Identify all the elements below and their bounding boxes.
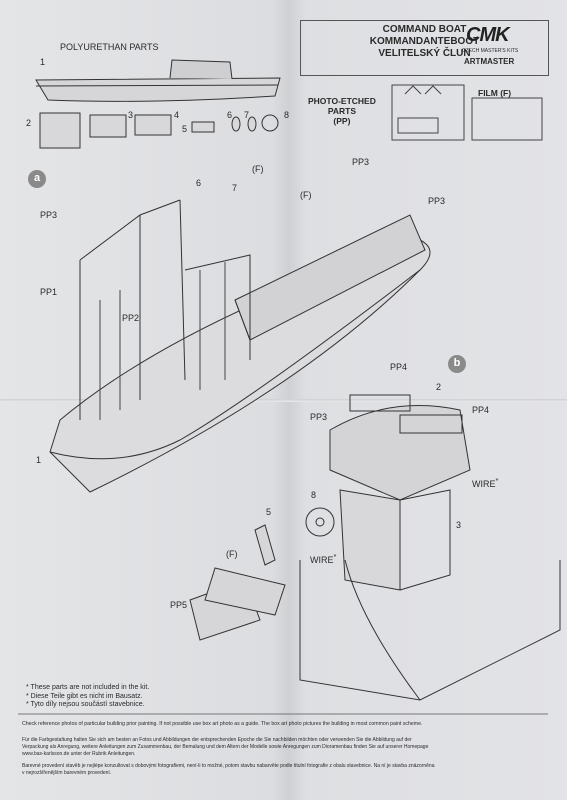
label-wire-left: WIRE* [310, 552, 337, 565]
part-number-5: 5 [182, 124, 188, 134]
title-cz: VELITELSKÝ ČLUN [378, 48, 471, 59]
title-de: KOMMANDANTEBOOT [369, 36, 480, 47]
note-de-2: Verpackung als Anregung, weitere Anleitu… [22, 744, 429, 750]
label-pp3-bottom: PP3 [310, 412, 328, 422]
pe-title-line2: PARTS [327, 106, 357, 116]
pe-title-line3: (PP) [333, 116, 351, 126]
label-6-a: 6 [196, 178, 202, 188]
part-number-6: 6 [227, 110, 233, 120]
searchlight-part [254, 524, 276, 566]
label-8-b: 8 [311, 490, 317, 500]
pe-title: PHOTO-ETCHED PARTS (PP) [308, 96, 376, 126]
step-a-marker: a [28, 170, 46, 188]
label-pp4-right: PP4 [472, 405, 490, 415]
part-number-4: 4 [174, 110, 180, 120]
label-5-b: 5 [266, 507, 272, 517]
parts-row [39, 112, 279, 149]
cabin-assembly-b [299, 394, 561, 701]
footnote-de: * Diese Teile gibt es nicht im Bausatz. [26, 692, 143, 700]
cmk-logo: CMK CZECH MASTER'S KITS ARTMASTER [462, 24, 540, 68]
note-de: Für die Farbgestaltung halten Sie sich a… [22, 737, 547, 758]
logo-mark: CMK [466, 24, 510, 46]
rail-posts [99, 262, 226, 420]
title-box: COMMAND BOAT KOMMANDANTEBOOT VELITELSKÝ … [300, 20, 549, 76]
pe-title-line1: PHOTO-ETCHED [308, 96, 376, 106]
footnote-cz: * Tyto díly nejsou součástí stavebnice. [26, 701, 145, 708]
label-3-b: 3 [456, 520, 462, 530]
label-wire-right: WIRE* [472, 476, 499, 489]
step-b-marker: b [448, 355, 466, 373]
note-cz: Barevné provedení stavěb je nejlépe konz… [22, 763, 547, 777]
film-title: FILM (F) [478, 88, 512, 98]
part-number-7: 7 [244, 110, 250, 120]
label-2-b: 2 [436, 382, 442, 392]
part-number-8: 8 [284, 110, 290, 120]
label-pp3-left: PP3 [40, 210, 58, 220]
film-sheet [471, 97, 543, 141]
artmaster-label: ARTMASTER [464, 57, 515, 66]
label-pp3-right: PP3 [428, 196, 446, 206]
label-pp4-top: PP4 [390, 362, 408, 372]
note-cz-1: Barevné provedení stavěb je nejlépe konz… [22, 763, 435, 769]
note-de-3: www.bas-karlsson.de unter der Rubrik Anl… [22, 751, 136, 757]
label-f-a2: (F) [300, 190, 312, 200]
note-cz-2: v nejrozšířenějším barevném provedení. [22, 770, 112, 776]
label-pp3-top: PP3 [352, 157, 370, 167]
paper-fold [0, 399, 567, 402]
footnote-en: * These parts are not included in the ki… [26, 684, 150, 691]
label-pp1: PP1 [40, 287, 58, 297]
wheel-part [305, 507, 335, 537]
polyurethan-title: POLYURETHAN PARTS [60, 42, 159, 52]
label-1-a: 1 [36, 455, 42, 465]
pe-fret [391, 84, 465, 141]
label-f-a1: (F) [252, 164, 264, 174]
label-f-b: (F) [226, 549, 238, 559]
title-en: COMMAND BOAT [382, 24, 467, 35]
footnotes: * These parts are not included in the ki… [26, 684, 149, 710]
note-de-1: Für die Farbgestaltung halten Sie sich a… [22, 737, 412, 743]
pp5-windshield [189, 567, 286, 641]
note-en: Check reference photos of particular bui… [22, 721, 423, 727]
label-7-a: 7 [232, 183, 238, 193]
label-pp2: PP2 [122, 313, 140, 323]
part-number-3: 3 [128, 110, 134, 120]
part-number-1: 1 [40, 57, 46, 67]
hull-side-view [35, 59, 281, 102]
hull-assembly-a [49, 199, 431, 493]
label-pp5: PP5 [170, 600, 188, 610]
part-number-2: 2 [26, 118, 32, 128]
logo-small-text: CZECH MASTER'S KITS [462, 48, 519, 54]
